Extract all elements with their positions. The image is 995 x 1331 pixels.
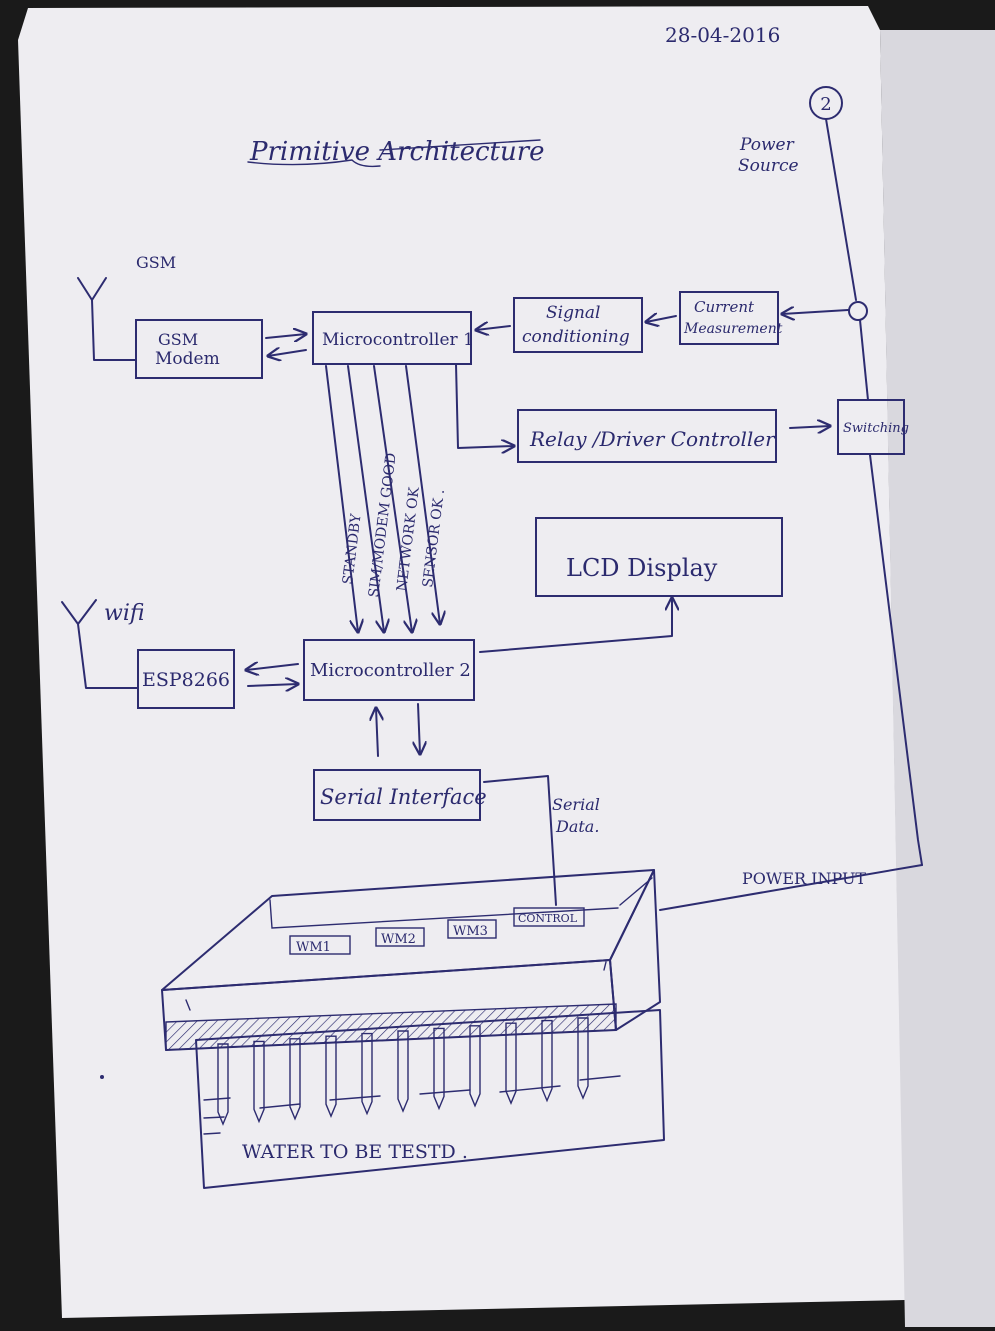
arrow-serial-to-mc2 <box>376 708 378 757</box>
power-line-to-switch <box>859 319 869 401</box>
arrow-relay-to-switch <box>789 426 830 428</box>
probe-rod <box>577 1017 589 1100</box>
power-line-top <box>825 118 857 301</box>
test-device-drawing: WM1 WM2 WM3 CONTROL WATER TO BE TESTD . <box>161 869 665 1189</box>
device-edge-ticks <box>185 961 607 1011</box>
arrow-mc1-to-modem <box>268 350 307 356</box>
paper-sheet <box>18 6 905 1318</box>
current-measurement-label-1: Current <box>694 298 755 316</box>
probe-rod <box>505 1022 517 1106</box>
probe-rod <box>325 1035 337 1119</box>
serial-data-label-1: Serial <box>552 795 600 814</box>
esp8266-label: ESP8266 <box>142 669 230 691</box>
switching-label: Switching <box>843 421 909 436</box>
current-measurement-label-2: Measurement <box>683 321 783 337</box>
arrow-modem-to-mc1 <box>265 334 306 338</box>
probe-rod <box>253 1040 265 1124</box>
wm2-label-box <box>375 927 425 947</box>
status-line-network <box>373 365 412 632</box>
power-source-label-2: Source <box>738 156 799 176</box>
switching-block <box>837 399 905 455</box>
device-top-edge-detail <box>269 877 653 929</box>
wifi-label: wifi <box>104 601 145 626</box>
probe-rod <box>289 1038 301 1121</box>
arrow-esp-to-mc2 <box>247 684 298 686</box>
wm1-label-box <box>289 935 351 955</box>
arrow-mc2-to-lcd <box>479 598 672 653</box>
probe-rod <box>361 1032 373 1116</box>
probe-rod <box>217 1043 229 1126</box>
status-line-sensor <box>405 365 440 624</box>
probe-rod <box>541 1019 553 1103</box>
arrow-cm-to-sc <box>646 316 677 322</box>
microcontroller-2-block <box>303 639 475 701</box>
date: 28-04-2016 <box>665 23 780 47</box>
probe-rod <box>469 1025 481 1108</box>
wm2-label: WM2 <box>381 932 416 947</box>
lcd-display-label: LCD Display <box>566 554 718 582</box>
title-underline-2 <box>379 139 541 151</box>
power-input-line <box>659 864 923 911</box>
esp8266-block <box>137 649 235 709</box>
lcd-display-block <box>535 517 783 597</box>
control-label: CONTROL <box>518 912 578 925</box>
title-underline <box>247 159 381 168</box>
next-page-edge <box>880 30 995 1327</box>
signal-conditioning-label-1: Signal <box>546 303 601 323</box>
gsm-modem-block <box>135 319 263 379</box>
gsm-antenna-icon <box>77 277 137 361</box>
water-surface-marks <box>203 1075 621 1135</box>
wifi-antenna-icon <box>61 599 139 689</box>
probe-array <box>217 1017 589 1126</box>
serial-interface-block <box>313 769 481 821</box>
microcontroller-1-label: Microcontroller 1 <box>322 330 474 350</box>
serial-data-label-2: Data. <box>555 817 599 836</box>
arrow-mc1-to-relay <box>455 363 514 448</box>
arrow-sensor-to-cm <box>782 310 849 314</box>
current-sensor-node <box>848 301 868 321</box>
relay-driver-label: Relay /Driver Controller <box>529 427 776 451</box>
arrow-mc2-to-esp <box>246 664 299 670</box>
page-number: 2 <box>820 94 831 115</box>
arrow-mc2-to-serial <box>418 703 420 754</box>
water-tank <box>195 1009 665 1189</box>
signal-conditioning-block <box>513 297 643 353</box>
water-label: WATER TO BE TESTD . <box>242 1141 468 1163</box>
control-label-box <box>513 907 585 927</box>
microcontroller-1-block <box>312 311 472 365</box>
wm1-label: WM1 <box>296 940 331 955</box>
gsm-label: GSM <box>136 253 176 272</box>
power-input-label: POWER INPUT <box>742 869 866 888</box>
arrow-sc-to-mc1 <box>476 326 511 330</box>
serial-data-line <box>483 775 557 906</box>
title: Primitive Architecture <box>249 137 545 167</box>
relay-driver-block <box>517 409 777 463</box>
status-line-sim-modem <box>347 365 384 632</box>
wm3-label-box <box>447 919 497 939</box>
power-source-label-1: Power <box>739 135 795 155</box>
microcontroller-2-label: Microcontroller 2 <box>310 660 471 681</box>
power-line-down <box>869 454 923 866</box>
wm3-label: WM3 <box>453 924 488 939</box>
gsm-modem-label-1: GSM <box>158 330 198 349</box>
status-line-standby <box>325 365 358 632</box>
gsm-modem-label-2: Modem <box>155 349 220 369</box>
signal-conditioning-label-2: conditioning <box>522 327 630 347</box>
probe-rod <box>433 1027 445 1111</box>
serial-interface-label: Serial Interface <box>320 785 487 809</box>
probe-rod <box>397 1030 409 1113</box>
current-measurement-block <box>679 291 779 345</box>
ink-dot <box>100 1075 104 1079</box>
